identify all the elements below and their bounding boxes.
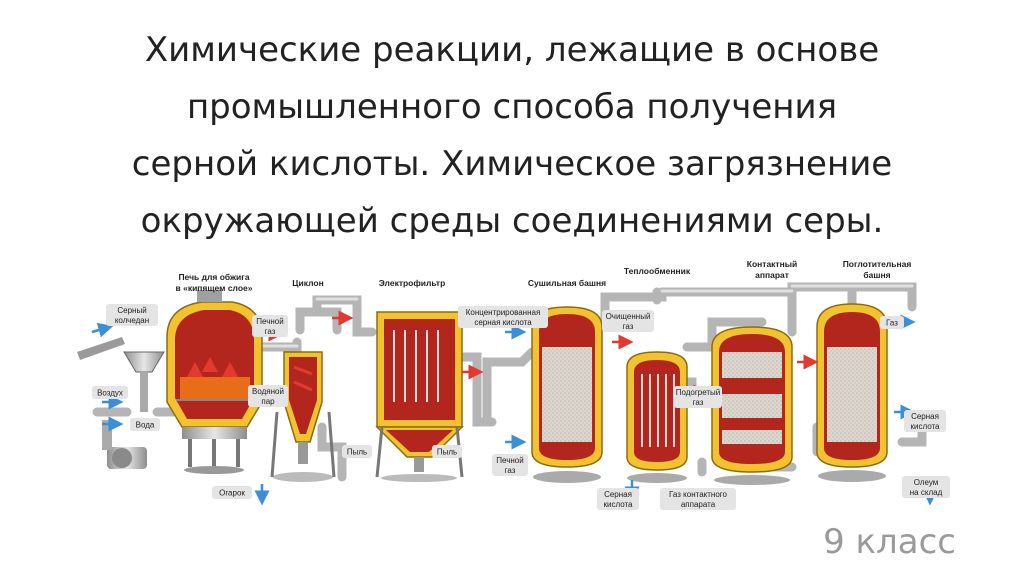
label-air: Воздух	[97, 389, 123, 398]
footer-grade: 9 класс	[823, 522, 956, 562]
label-box-steam: Водяной пар	[248, 385, 288, 407]
label-box-dust-filter: Пыль	[432, 445, 462, 458]
label-dust-cyclone: Пыль	[347, 448, 367, 457]
header-contact-1: Контактный	[747, 259, 797, 269]
label-contact-gas-1: Газ контактного	[669, 490, 727, 499]
title-line-3: серной кислоты. Химическое загрязнение	[40, 136, 984, 193]
label-pyrite-2: колчедан	[115, 316, 149, 325]
label-steam-1: Водяной	[252, 387, 284, 396]
label-purified-gas-2: газ	[623, 322, 634, 331]
label-box-sulfuric-acid: Серная кислота	[597, 488, 639, 510]
label-pyrite-1: Серный	[117, 306, 146, 315]
label-furnace-gas-2: газ	[265, 327, 276, 336]
label-purified-gas-1: Очищенный	[606, 312, 651, 321]
label-furnace-gas-1: Печной	[256, 317, 283, 326]
label-heated-gas-1: Подогретый	[676, 388, 721, 397]
header-electrofilter: Электрофильтр	[379, 278, 446, 288]
label-furnace-gas-b2: газ	[505, 466, 516, 475]
label-furnace-gas-b1: Печной	[496, 456, 523, 465]
label-box-conc-acid: Концентрированная серная кислота	[458, 306, 548, 328]
heat-exchanger	[627, 352, 687, 483]
header-furnace-2: в «кипящем слое»	[176, 283, 253, 293]
label-box-gas-abs: Газ	[880, 316, 904, 329]
header-furnace-1: Печь для обжига	[178, 272, 249, 282]
label-water: Вода	[136, 421, 155, 430]
label-steam-2: пар	[261, 397, 275, 406]
contact-apparatus	[712, 327, 792, 485]
label-heated-gas-2: газ	[693, 398, 704, 407]
absorption-tower	[817, 304, 887, 482]
label-box-heated-gas: Подогретый газ	[674, 386, 722, 408]
label-box-water: Вода	[130, 418, 160, 431]
label-box-oleum: Олеум на склад	[902, 476, 950, 498]
label-sulfuric-acid-1: Серная	[604, 490, 632, 499]
label-sulfuric-acid-2: кислота	[603, 500, 633, 509]
label-box-contact-gas: Газ контактного аппарата	[660, 488, 736, 510]
drying-tower	[532, 307, 602, 483]
header-heat-exchanger: Теплообменник	[624, 266, 691, 276]
header-cyclone: Циклон	[292, 278, 323, 288]
label-cinder: Огарок	[219, 489, 245, 498]
label-box-dust-cyclone: Пыль	[342, 445, 372, 458]
title-line-4: окружающей среды соединениями серы.	[40, 193, 984, 250]
label-oleum-2: на склад	[910, 488, 943, 497]
label-dust-filter: Пыль	[437, 448, 457, 457]
label-box-cinder: Огарок	[212, 486, 252, 499]
title-line-1: Химические реакции, лежащие в основе	[40, 22, 984, 79]
label-box-furnace-gas-b: Печной газ	[492, 454, 528, 476]
label-box-pyrite: Серный колчедан	[106, 304, 158, 326]
label-conc-acid-1: Концентрированная	[466, 308, 541, 317]
fluidized-bed-furnace	[77, 290, 262, 474]
label-box-purified-gas: Очищенный газ	[602, 310, 654, 332]
label-contact-gas-2: аппарата	[681, 500, 716, 509]
label-conc-acid-2: серная кислота	[474, 318, 532, 327]
label-gas-abs: Газ	[886, 319, 898, 328]
header-absorption-1: Поглотительная	[843, 259, 912, 269]
title-line-2: промышленного способа получения	[40, 79, 984, 136]
sulfuric-acid-plant-diagram: Серный колчедан Воздух Вода Огарок Печно…	[72, 252, 962, 514]
header-absorption-2: башня	[863, 270, 890, 280]
label-box-furnace-gas: Печной газ	[252, 315, 288, 337]
label-sulfuric-acid-r1: Серная	[911, 412, 939, 421]
label-oleum-1: Олеум	[914, 478, 939, 487]
label-sulfuric-acid-r2: кислота	[910, 422, 940, 431]
label-box-sulfuric-acid-right: Серная кислота	[904, 410, 946, 432]
header-drying-tower: Сушильная башня	[528, 278, 606, 288]
cyclone	[272, 352, 334, 482]
slide-title: Химические реакции, лежащие в основе про…	[40, 22, 984, 250]
label-box-air: Воздух	[92, 386, 128, 399]
header-contact-2: аппарат	[755, 270, 789, 280]
